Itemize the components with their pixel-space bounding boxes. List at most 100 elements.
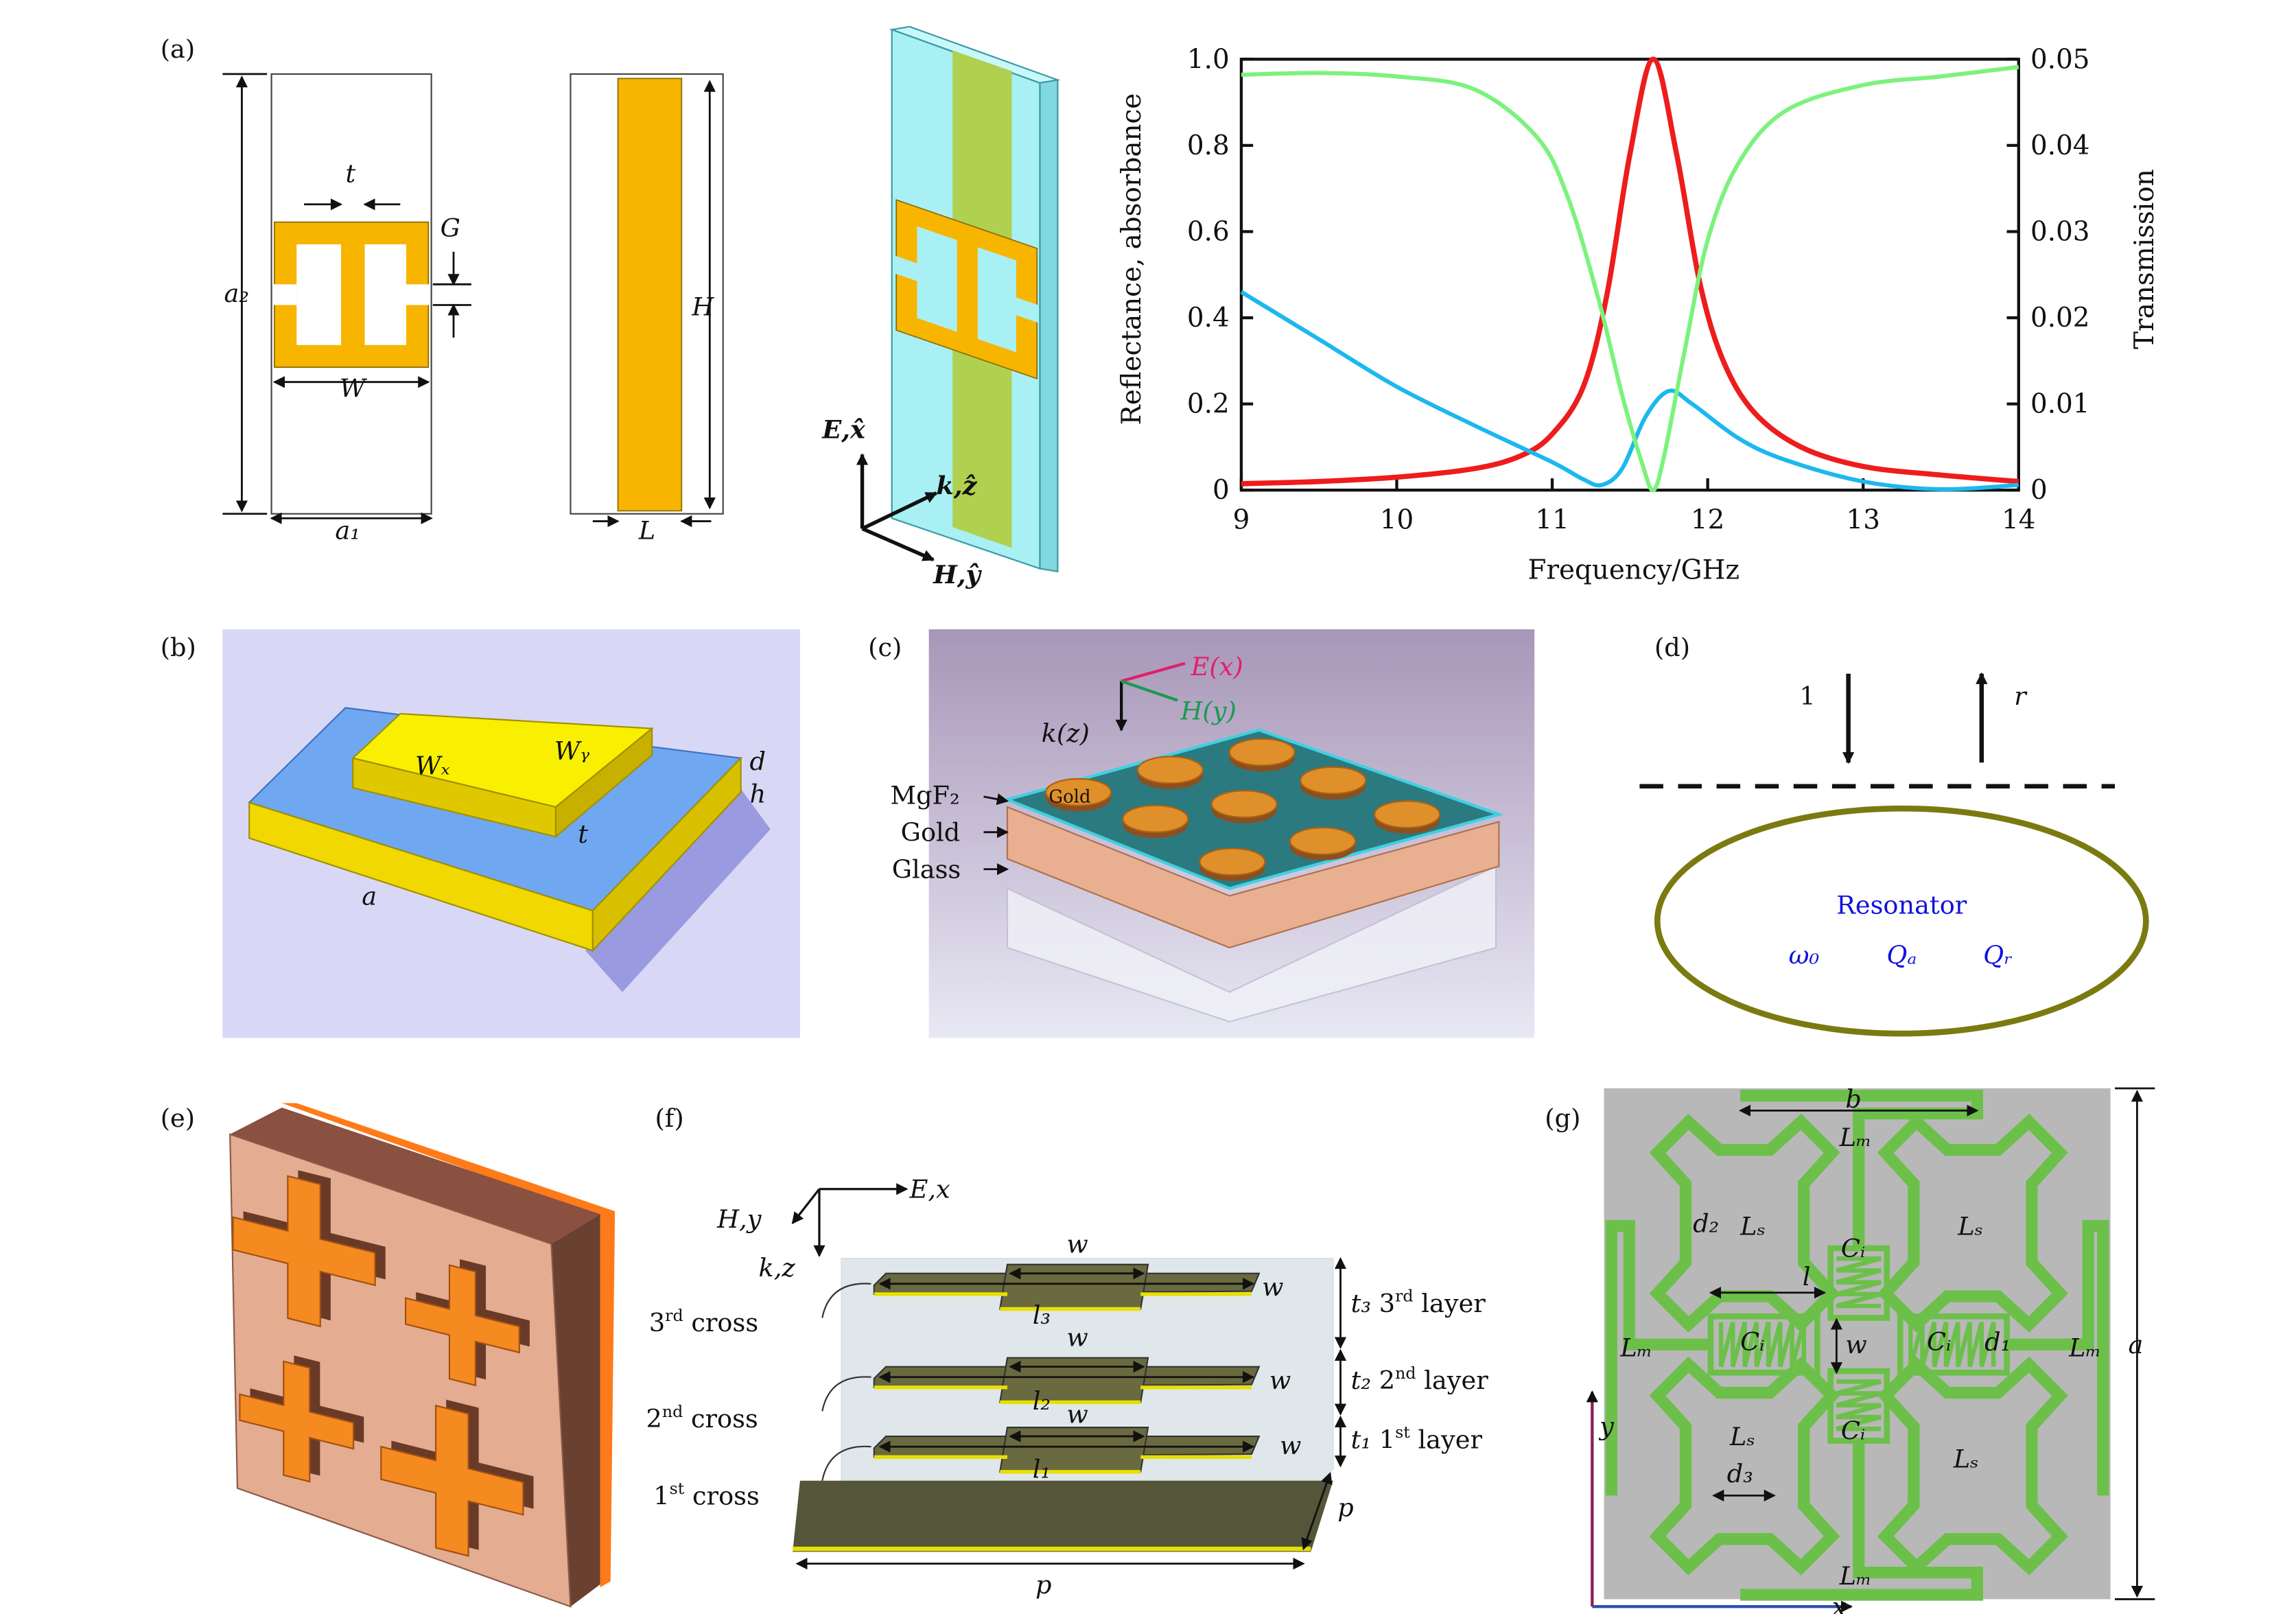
label-mgf2: MgF₂ (891, 781, 960, 810)
gold-disc (1374, 800, 1441, 829)
dim-w-2: w (1066, 1322, 1088, 1352)
y-tick-label: 0.4 (1187, 303, 1230, 334)
spiral-inductor-loop (1649, 1113, 1840, 1333)
x-axis-label: Frequency/GHz (1528, 555, 1739, 586)
dim-H: H (691, 292, 714, 322)
label-3rd-layer: t₃ 3rd layer (1351, 1287, 1486, 1318)
y-tick-label: 0.8 (1187, 130, 1230, 161)
x-tick-label: 12 (1691, 504, 1724, 535)
y-axis-right-label: Transmission (2129, 169, 2160, 349)
series-line-1 (1240, 290, 2019, 492)
panel-f: (f) E,x H,y k,z w w l₃ w w l₂ w w l₁ p p… (646, 1103, 1489, 1600)
axis-y: y (1598, 1412, 1615, 1441)
y-right-tick-label: 0.04 (2030, 130, 2089, 161)
dim-l: l (1803, 1262, 1811, 1291)
dim-d1: d₁ (1984, 1327, 2011, 1357)
gold-disc (1210, 790, 1278, 819)
x-tick-label: 11 (1535, 504, 1569, 535)
leader-line (821, 1376, 871, 1412)
label-Lm-top: Lₘ (1839, 1123, 1872, 1152)
dim-b: b (1845, 1084, 1861, 1114)
gold-disc (1228, 738, 1296, 767)
x-tick-label: 9 (1233, 504, 1250, 535)
metamaterial-traces (1605, 1090, 2109, 1601)
dim-l1: l₁ (1033, 1454, 1051, 1484)
label-Ls-br: Lₛ (1953, 1444, 1979, 1473)
omega0-label: ω₀ (1789, 941, 1820, 970)
panel-label: (b) (161, 633, 196, 662)
axis-E-x: E,x̂ (821, 415, 866, 445)
y-tick-label: 1.0 (1187, 44, 1230, 75)
spiral-inductor-loop (1649, 1356, 1840, 1576)
y-tick-label: 0 (1213, 475, 1230, 506)
y-right-tick-label: 0 (2030, 475, 2048, 506)
label-E-x: E,x (909, 1175, 950, 1204)
stacked-crosses (821, 1263, 1261, 1482)
panel-b: (b) Wₓ Wᵧ d h t a (161, 629, 800, 1038)
panel-label: (e) (161, 1103, 195, 1133)
Qr-label: Qᵣ (1983, 941, 2013, 970)
label-Ls-tr: Lₛ (1957, 1212, 1983, 1241)
x-tick-label: 10 (1380, 504, 1414, 535)
series-line-0 (1241, 56, 2019, 487)
panel-label: (f) (655, 1103, 683, 1133)
label-2nd-cross: 2nd cross (646, 1402, 758, 1434)
label-2nd-layer: t₂ 2nd layer (1351, 1364, 1489, 1395)
label-k-z: k,z (758, 1253, 795, 1283)
x-tick-label: 14 (2002, 504, 2035, 535)
dim-Wx: Wₓ (415, 751, 450, 781)
y-right-tick-label: 0.03 (2030, 216, 2089, 247)
dim-a2: a₂ (224, 279, 250, 308)
y-tick-label: 0.6 (1187, 216, 1230, 247)
dim-a: a (2128, 1330, 2143, 1359)
y-right-tick-label: 0.02 (2030, 303, 2089, 334)
label-Ls-bl: Lₛ (1729, 1422, 1755, 1451)
gold-disc (1300, 766, 1367, 795)
cross-resonator (405, 1264, 520, 1387)
dim-w-1: w (1066, 1400, 1088, 1429)
dim-w-3b: w (1262, 1272, 1283, 1302)
cross-resonator (232, 1175, 376, 1328)
x-tick-label: 13 (1847, 504, 1880, 535)
panel-e: (e) (161, 1103, 616, 1608)
label-glass: Glass (892, 855, 961, 885)
dim-w-1b: w (1280, 1431, 1301, 1460)
spiral-inductor-loop (1877, 1356, 2068, 1576)
h-resonator-3d (895, 199, 1039, 379)
label-1st-cross: 1st cross (653, 1479, 760, 1510)
panel-label: (d) (1654, 633, 1690, 662)
panel-c: (c) E(x) H(y) k(z) MgF₂ Gold Glass Gold (868, 629, 1535, 1038)
dim-Wy: Wᵧ (554, 736, 590, 766)
unit-cell-bottom-view: H L (570, 73, 724, 545)
resonator-ellipse (1654, 805, 2149, 1037)
unit-cell-3d-view: E,x̂ k,ẑ H,ŷ (821, 25, 1061, 589)
Qa-label: Qₐ (1886, 941, 1917, 970)
dim-t: t (345, 159, 355, 188)
gold-disc (1136, 756, 1204, 784)
label-1st-layer: t₁ 1st layer (1351, 1423, 1483, 1454)
panel-label: (c) (868, 633, 902, 662)
dim-d2: d₂ (1693, 1208, 1719, 1238)
gold-disc (1122, 804, 1189, 833)
dim-a: a (362, 881, 377, 911)
label-Ci-right: Cᵢ (1927, 1327, 1951, 1357)
axis-x: x (1832, 1592, 1847, 1614)
label-Ci-top: Cᵢ (1841, 1234, 1865, 1263)
dim-t: t (578, 819, 588, 849)
label-k-z: k(z) (1042, 718, 1090, 748)
label-H-y: H(y) (1180, 697, 1236, 726)
dim-l2: l₂ (1033, 1386, 1051, 1416)
label-Lm-left: Lₘ (1619, 1333, 1652, 1363)
cross-resonator (380, 1404, 524, 1557)
unit-cell-top-view: t G a₂ W a₁ (222, 73, 471, 545)
y-axis-label: Reflectance, absorbance (1116, 93, 1147, 425)
label-Ci-left: Cᵢ (1740, 1327, 1764, 1357)
dim-p-bottom: p (1035, 1570, 1051, 1600)
disc-gold-label: Gold (1049, 787, 1090, 808)
dim-d3: d₃ (1727, 1459, 1753, 1488)
axis-H-y: H,ŷ (933, 560, 982, 589)
dim-p-side: p (1337, 1493, 1353, 1523)
gold-disc (1199, 847, 1266, 876)
